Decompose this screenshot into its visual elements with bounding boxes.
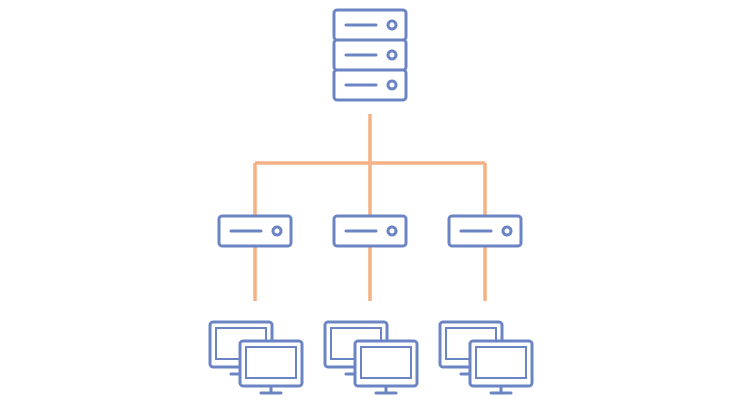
network-switch-icon [447, 214, 523, 248]
connection-lines [253, 114, 487, 301]
branch-1 [208, 214, 304, 395]
desktop-computers-icon [323, 320, 419, 395]
monitor-2 [353, 339, 419, 395]
network-switch-icon [217, 214, 293, 248]
branch-3 [438, 214, 534, 395]
server-rack-icon [332, 8, 408, 102]
monitor-2 [468, 339, 534, 395]
desktop-computers-icon [438, 320, 534, 395]
server-unit-2 [332, 38, 408, 72]
devices [208, 8, 534, 395]
server-unit-1 [332, 8, 408, 42]
branch-2 [323, 214, 419, 395]
desktop-computers-icon [208, 320, 304, 395]
network-switch-icon [332, 214, 408, 248]
monitor-2 [238, 339, 304, 395]
server-unit-3 [332, 68, 408, 102]
